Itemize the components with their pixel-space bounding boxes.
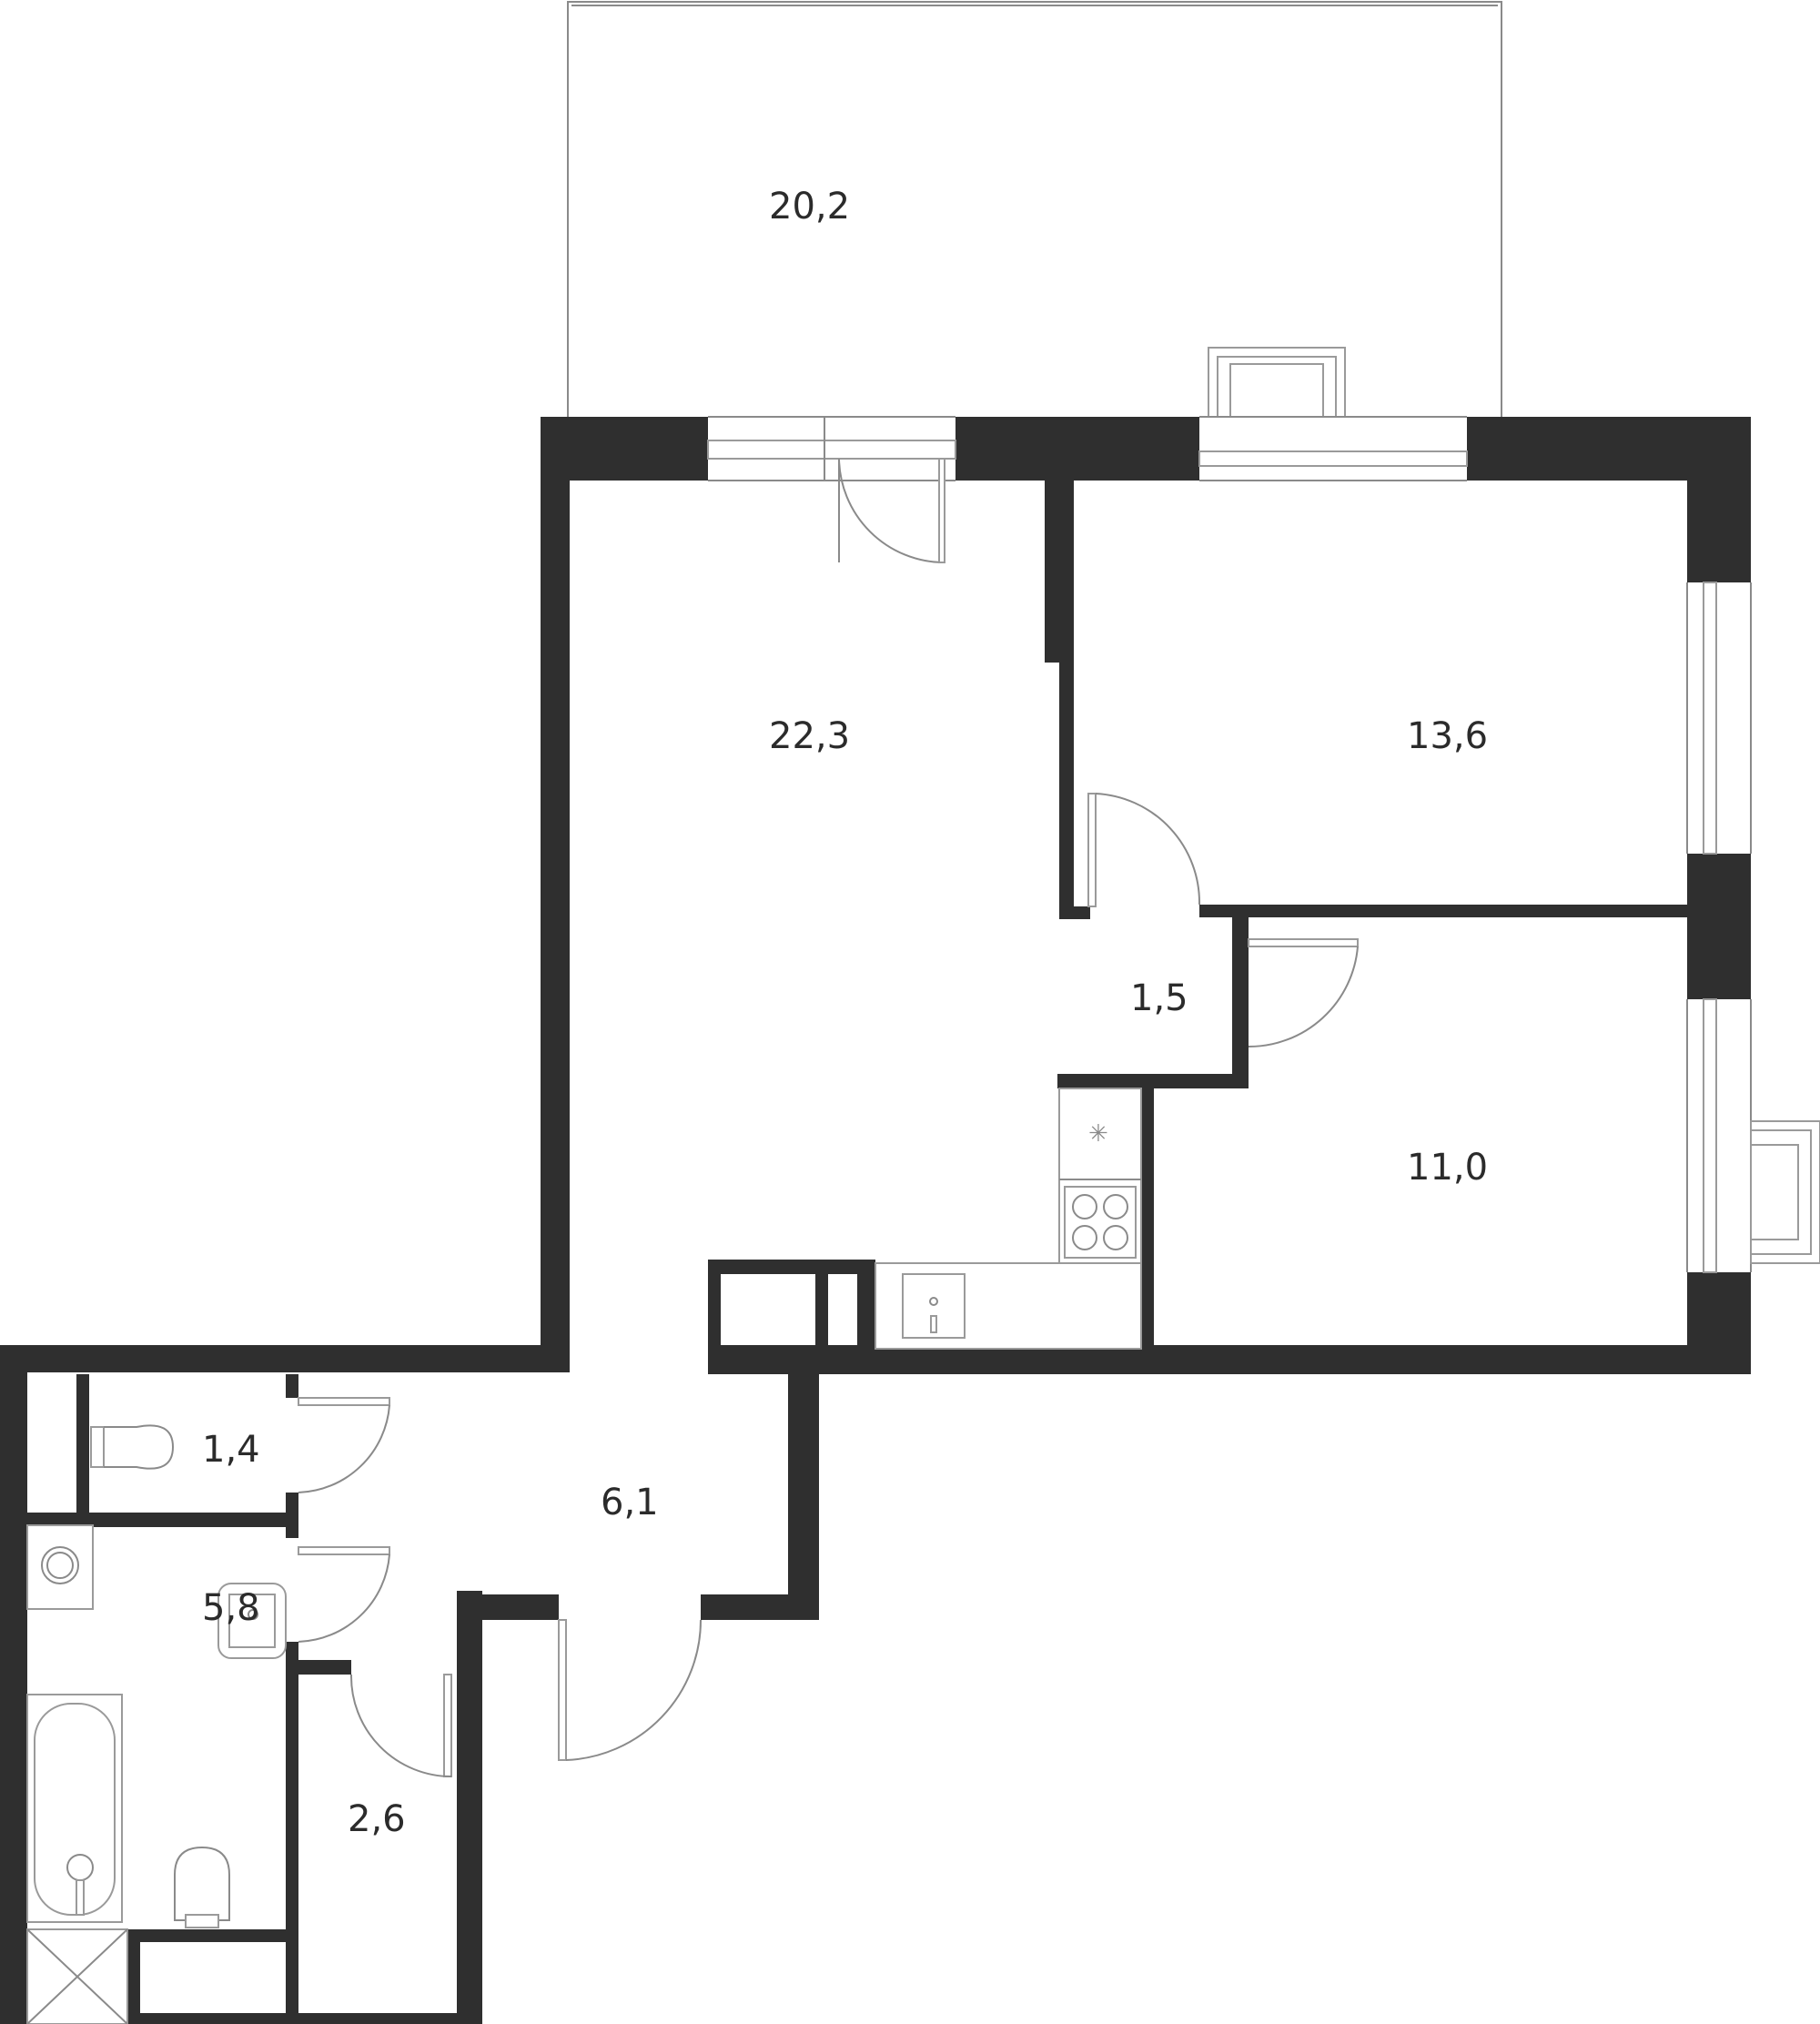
toilet-door (298, 1397, 390, 1493)
area-label-living-room: 22,3 (769, 715, 850, 757)
area-label-corridor: 1,5 (1130, 977, 1188, 1019)
shower-tray-icon (26, 1928, 128, 2024)
area-label-toilet: 1,4 (202, 1429, 260, 1471)
washing-machine-icon (26, 1524, 94, 1610)
fridge-icon: ✳ (1088, 1120, 1108, 1148)
window-top-right (1198, 416, 1468, 481)
window-right-bottom (1686, 998, 1752, 1273)
kitchen-sink-icon (902, 1273, 966, 1339)
bathroom-sink-icon (217, 1583, 287, 1659)
entrance-door (558, 1619, 702, 1761)
storage-door (349, 1674, 452, 1777)
balcony-outline (567, 1, 1502, 417)
area-label-bedroom-2: 11,0 (1407, 1147, 1488, 1189)
window-top-left (707, 416, 956, 481)
svg-text:✳: ✳ (1088, 1120, 1108, 1148)
bathroom-door (298, 1546, 390, 1643)
bedroom2-door (1248, 938, 1359, 1048)
balcony-door (838, 458, 945, 563)
area-label-storage: 2,6 (348, 1798, 406, 1840)
toilet-icon (90, 1424, 175, 1470)
area-label-bathroom: 5,8 (202, 1587, 260, 1629)
area-label-hall: 6,1 (601, 1482, 659, 1523)
area-label-balcony: 20,2 (769, 186, 850, 228)
bathtub-icon (26, 1694, 123, 1923)
stove-icon (1064, 1186, 1137, 1259)
window-right-top (1686, 582, 1752, 855)
bedroom1-door (1087, 793, 1201, 907)
ac-unit-icon (1750, 1120, 1820, 1264)
area-label-bedroom-1: 13,6 (1407, 715, 1488, 757)
balcony-chair-icon (1208, 347, 1346, 418)
walls (0, 417, 1751, 2024)
bathroom-toilet-icon (174, 1846, 230, 1928)
